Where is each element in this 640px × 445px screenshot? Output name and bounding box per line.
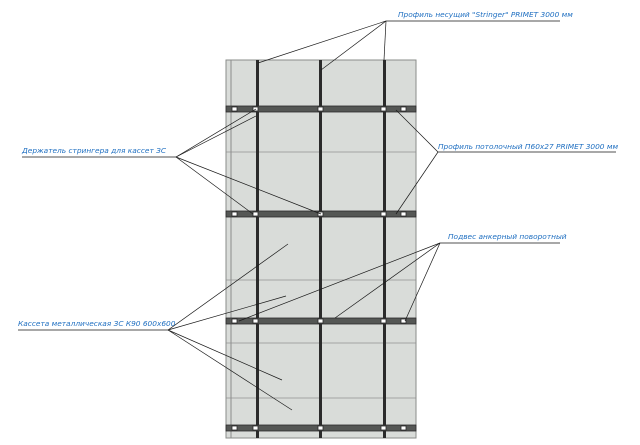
callout-cassette: Кассета металлическая ЗС К90 600х600 bbox=[18, 319, 175, 328]
callout-ceiling-profile: Профиль потолочный П60х27 PRIMET 3000 мм bbox=[438, 142, 618, 151]
label-anchor-hanger: Подвес анкерный поворотный bbox=[448, 232, 567, 241]
stringer-profile-2 bbox=[319, 60, 322, 438]
stringer-profile-3 bbox=[383, 60, 386, 438]
leader-stringer-profile bbox=[257, 20, 560, 64]
label-cassette: Кассета металлическая ЗС К90 600х600 bbox=[18, 319, 176, 328]
stringer-profiles bbox=[256, 60, 386, 438]
callout-anchor-hanger: Подвес анкерный поворотный bbox=[448, 232, 567, 241]
callout-stringer-profile: Профиль несущий "Stringer" PRIMET 3000 м… bbox=[398, 10, 573, 19]
callout-stringer-holder: Держатель стрингера для кассет ЗС bbox=[22, 146, 166, 155]
stringer-profile-1 bbox=[256, 60, 259, 438]
label-stringer-profile: Профиль несущий "Stringer" PRIMET 3000 м… bbox=[398, 10, 573, 19]
label-stringer-holder: Держатель стрингера для кассет ЗС bbox=[22, 146, 167, 155]
label-ceiling-profile: Профиль потолочный П60х27 PRIMET 3000 мм bbox=[438, 142, 619, 151]
leader-lines bbox=[18, 20, 616, 411]
